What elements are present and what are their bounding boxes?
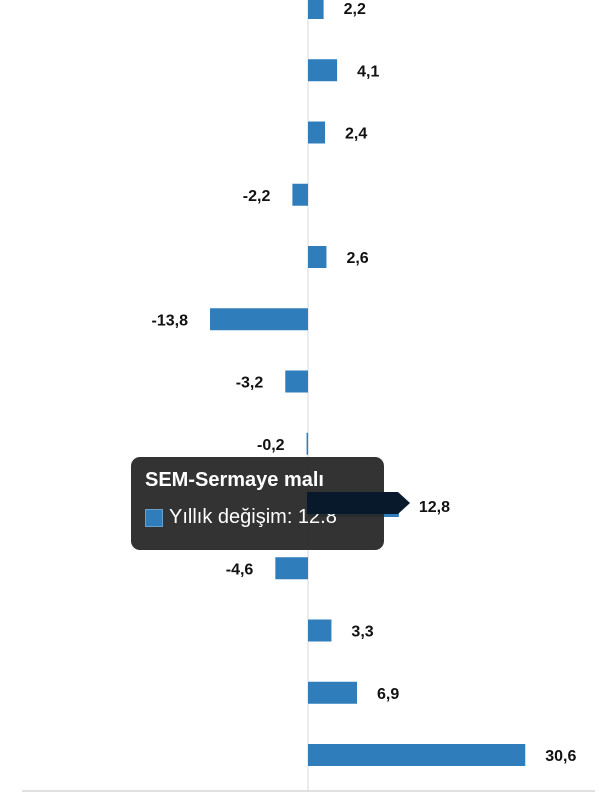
tooltip-pointer: [307, 492, 410, 514]
data-label: 30,6: [545, 748, 576, 765]
tooltip-row: Yıllık değişim: 12.8: [145, 506, 370, 529]
bar: [308, 681, 357, 704]
bar: [308, 0, 324, 19]
data-label: -13,8: [152, 312, 189, 329]
tooltip-value: Yıllık değişim: 12.8: [169, 506, 337, 528]
bar: [308, 246, 327, 268]
bar: [306, 432, 309, 455]
tooltip: SEM-Sermaye malı Yıllık değişim: 12.8: [131, 457, 410, 550]
bar: [210, 308, 308, 331]
data-label: 2,2: [344, 1, 366, 18]
data-label: 4,1: [357, 63, 379, 80]
data-label: -3,2: [236, 375, 264, 392]
data-label: 2,6: [346, 250, 368, 267]
data-label: 6,9: [377, 686, 399, 703]
data-label: -2,2: [243, 188, 271, 205]
data-label: -4,6: [226, 561, 254, 578]
tooltip-title: SEM-Sermaye malı: [145, 469, 324, 491]
data-label: -0,2: [257, 437, 285, 454]
data-label: 2,4: [345, 126, 367, 143]
bar: [308, 744, 526, 766]
data-label: 12,8: [419, 499, 450, 516]
bar: [308, 59, 338, 82]
bar: [308, 619, 332, 642]
bar: [308, 121, 326, 144]
bar: [275, 557, 308, 580]
bar: [285, 370, 308, 393]
bar: [292, 183, 308, 206]
data-label: 3,3: [351, 624, 373, 641]
series-swatch-icon: [145, 508, 163, 527]
